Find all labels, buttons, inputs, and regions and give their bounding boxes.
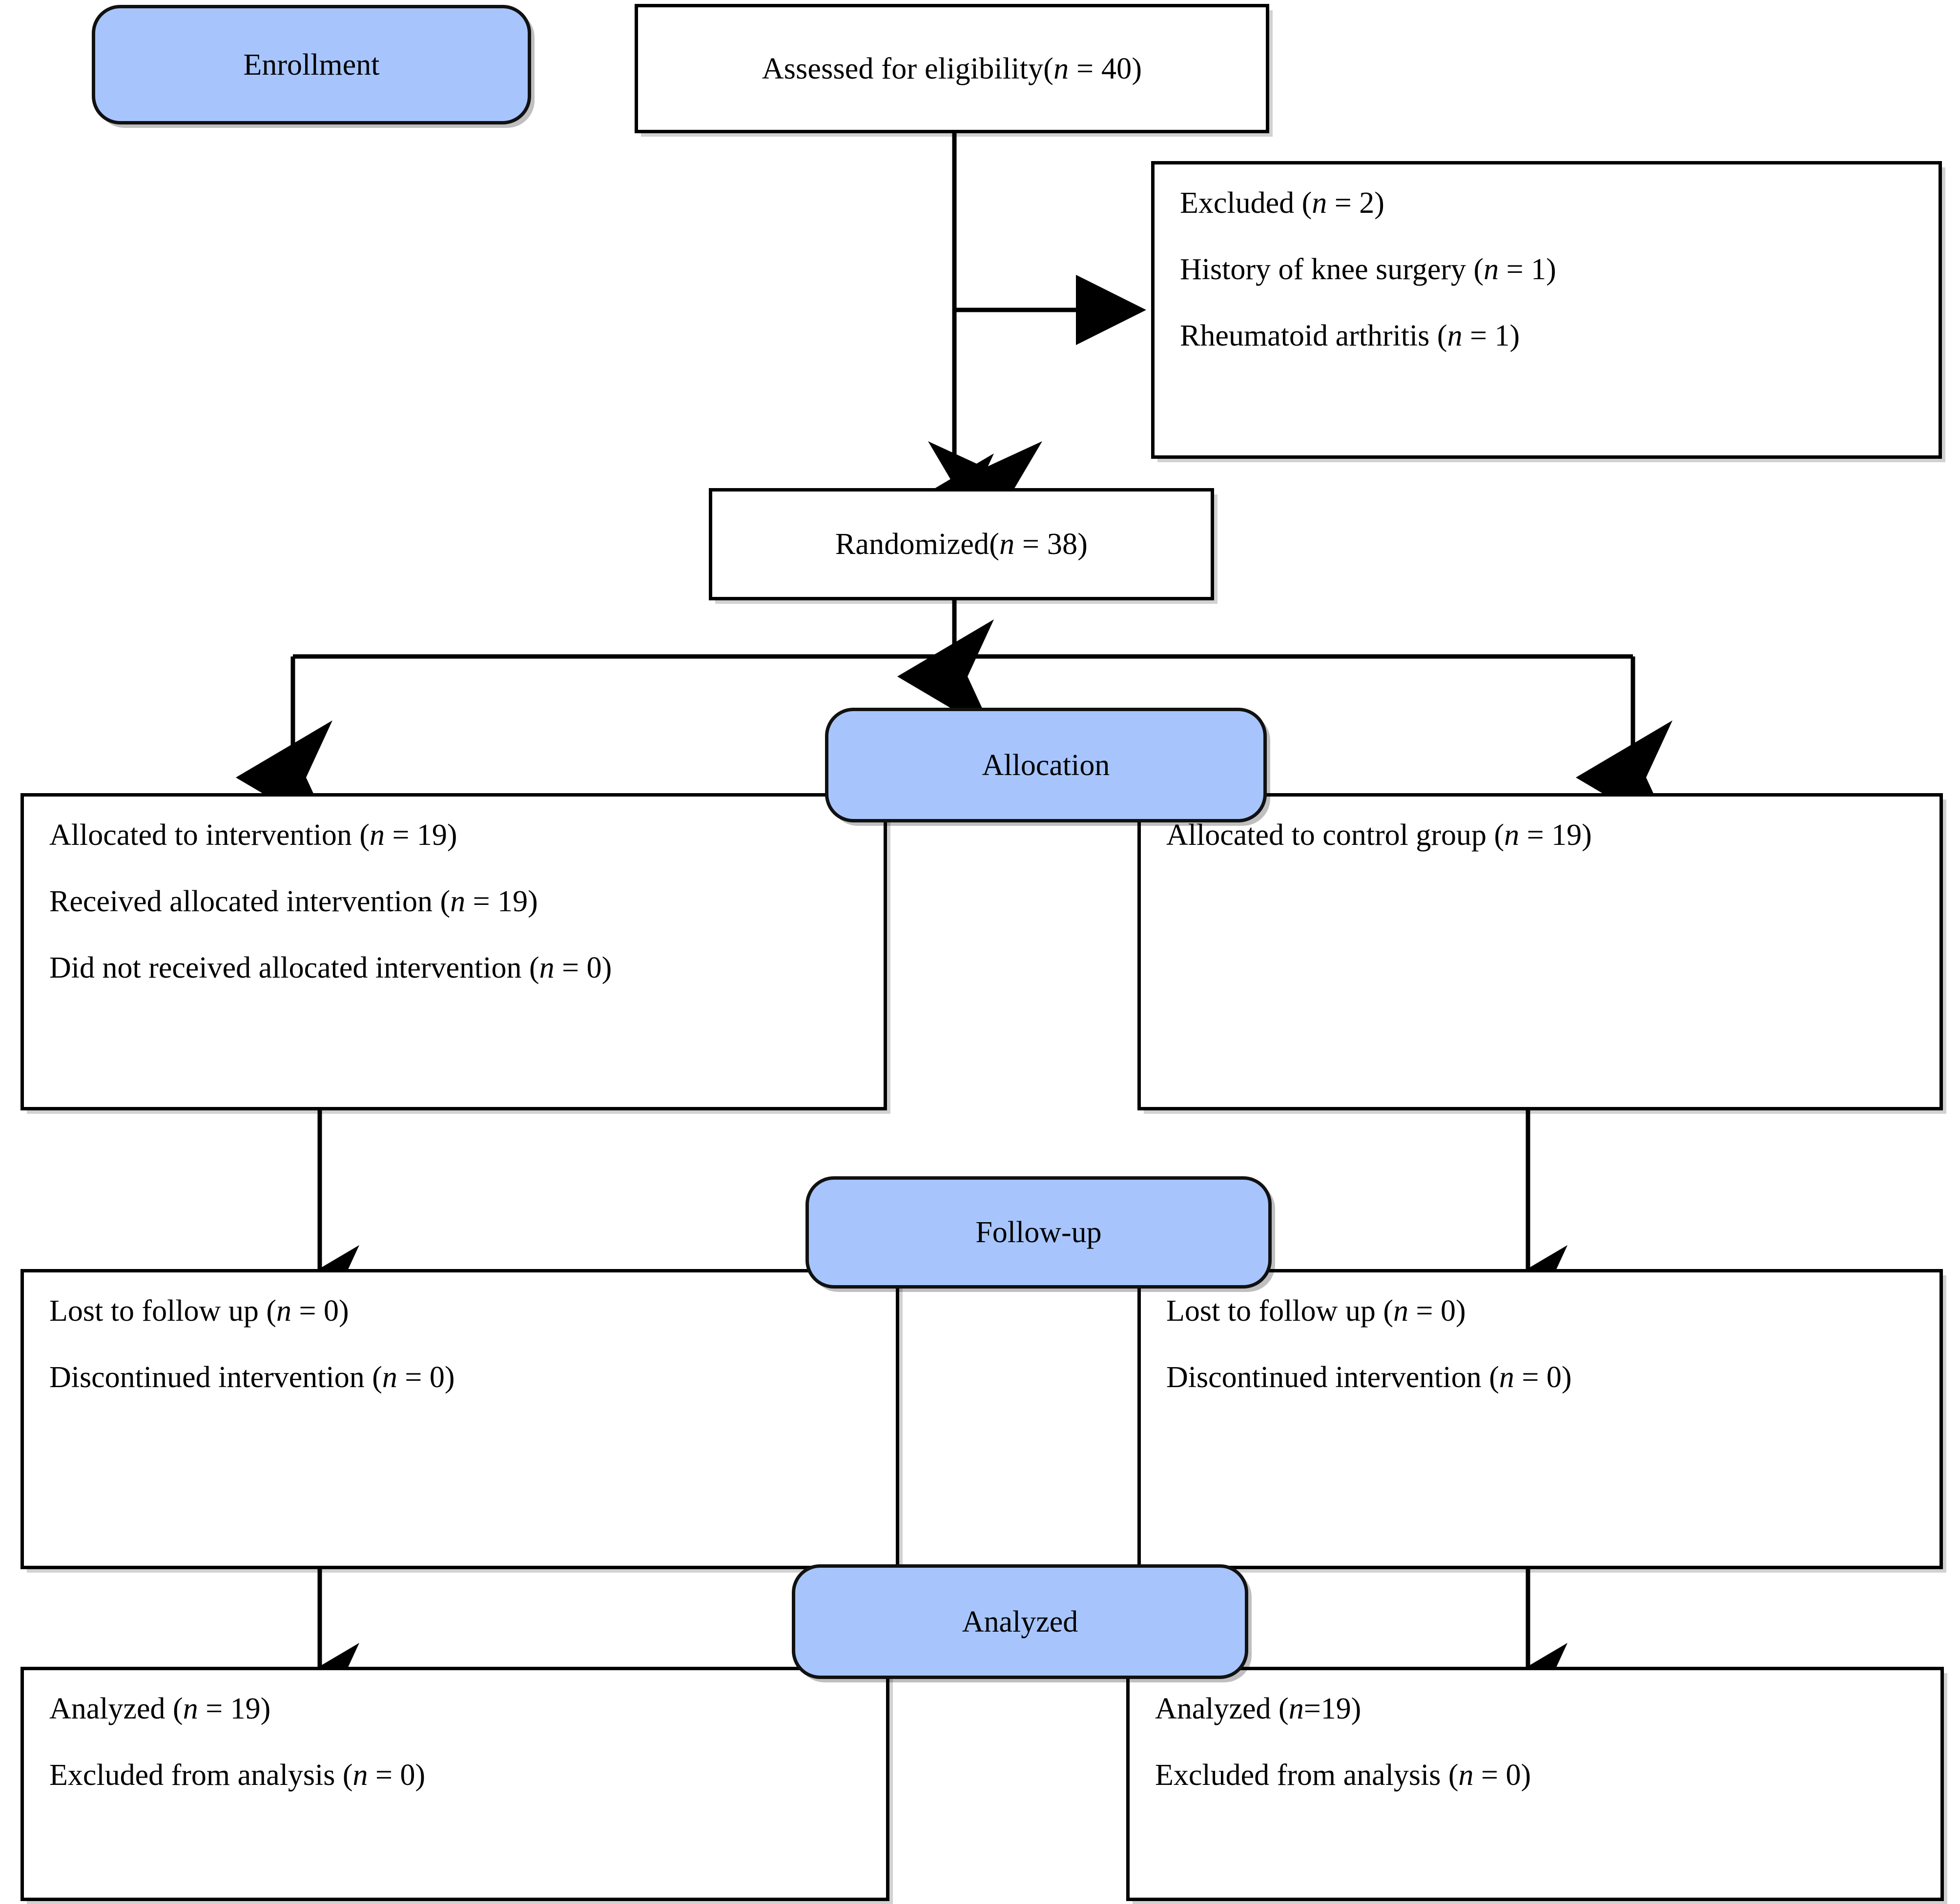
- stage-badge-analyzed: Analyzed: [792, 1564, 1248, 1679]
- allocated-intervention-box: Allocated to intervention (n = 19) Recei…: [21, 793, 887, 1110]
- received-allocated-intervention-line: Received allocated intervention (n = 19): [49, 885, 538, 918]
- randomized-box: Randomized(n = 38): [709, 488, 1214, 600]
- assessed-for-eligibility-box: Assessed for eligibility(n = 40): [635, 4, 1269, 133]
- did-not-receive-allocated-intervention-line: Did not received allocated intervention …: [49, 951, 612, 984]
- analyzed-intervention-box: Analyzed (n = 19) Excluded from analysis…: [21, 1667, 889, 1901]
- connector-followup-to-analyzed: [263, 1569, 1568, 1757]
- followup-control-box: Lost to follow up (n = 0) Discontinued i…: [1137, 1269, 1943, 1569]
- randomized-text: Randomized(n = 38): [835, 528, 1088, 561]
- discontinued-intervention-line: Discontinued intervention (n = 0): [1166, 1361, 1572, 1394]
- lost-to-followup-line: Lost to follow up (n = 0): [49, 1294, 349, 1328]
- stage-badge-enrollment-label: Enrollment: [243, 48, 380, 82]
- stage-badge-analyzed-label: Analyzed: [962, 1605, 1078, 1638]
- stage-badge-followup: Follow-up: [805, 1176, 1272, 1289]
- assessed-for-eligibility-text: Assessed for eligibility(n = 40): [762, 52, 1142, 85]
- excluded-reason-rheumatoid-arthritis: Rheumatoid arthritis (n = 1): [1180, 319, 1520, 352]
- excluded-reason-knee-surgery: History of knee surgery (n = 1): [1180, 253, 1556, 286]
- connector-randomized-split: [236, 599, 1672, 835]
- connector-allocation-to-followup: [263, 1108, 1568, 1359]
- followup-intervention-box: Lost to follow up (n = 0) Discontinued i…: [21, 1269, 899, 1569]
- allocated-to-intervention-line: Allocated to intervention (n = 19): [49, 819, 457, 852]
- stage-badge-allocation: Allocation: [825, 708, 1267, 822]
- stage-badge-enrollment: Enrollment: [92, 5, 531, 124]
- excluded-box: Excluded (n = 2) History of knee surgery…: [1151, 161, 1942, 459]
- analyzed-line: Analyzed (n = 19): [49, 1692, 271, 1725]
- analyzed-line: Analyzed (n=19): [1155, 1692, 1362, 1725]
- excluded-from-analysis-line: Excluded from analysis (n = 0): [1155, 1759, 1531, 1792]
- excluded-line: Excluded (n = 2): [1180, 186, 1384, 220]
- analyzed-control-box: Analyzed (n=19) Excluded from analysis (…: [1126, 1667, 1944, 1901]
- discontinued-intervention-line: Discontinued intervention (n = 0): [49, 1361, 455, 1394]
- stage-badge-followup-label: Follow-up: [975, 1216, 1102, 1249]
- lost-to-followup-line: Lost to follow up (n = 0): [1166, 1294, 1466, 1328]
- allocated-control-box: Allocated to control group (n = 19): [1137, 793, 1943, 1110]
- stage-badge-allocation-label: Allocation: [982, 748, 1110, 782]
- excluded-from-analysis-line: Excluded from analysis (n = 0): [49, 1759, 426, 1792]
- allocated-to-control-group-line: Allocated to control group (n = 19): [1166, 819, 1592, 852]
